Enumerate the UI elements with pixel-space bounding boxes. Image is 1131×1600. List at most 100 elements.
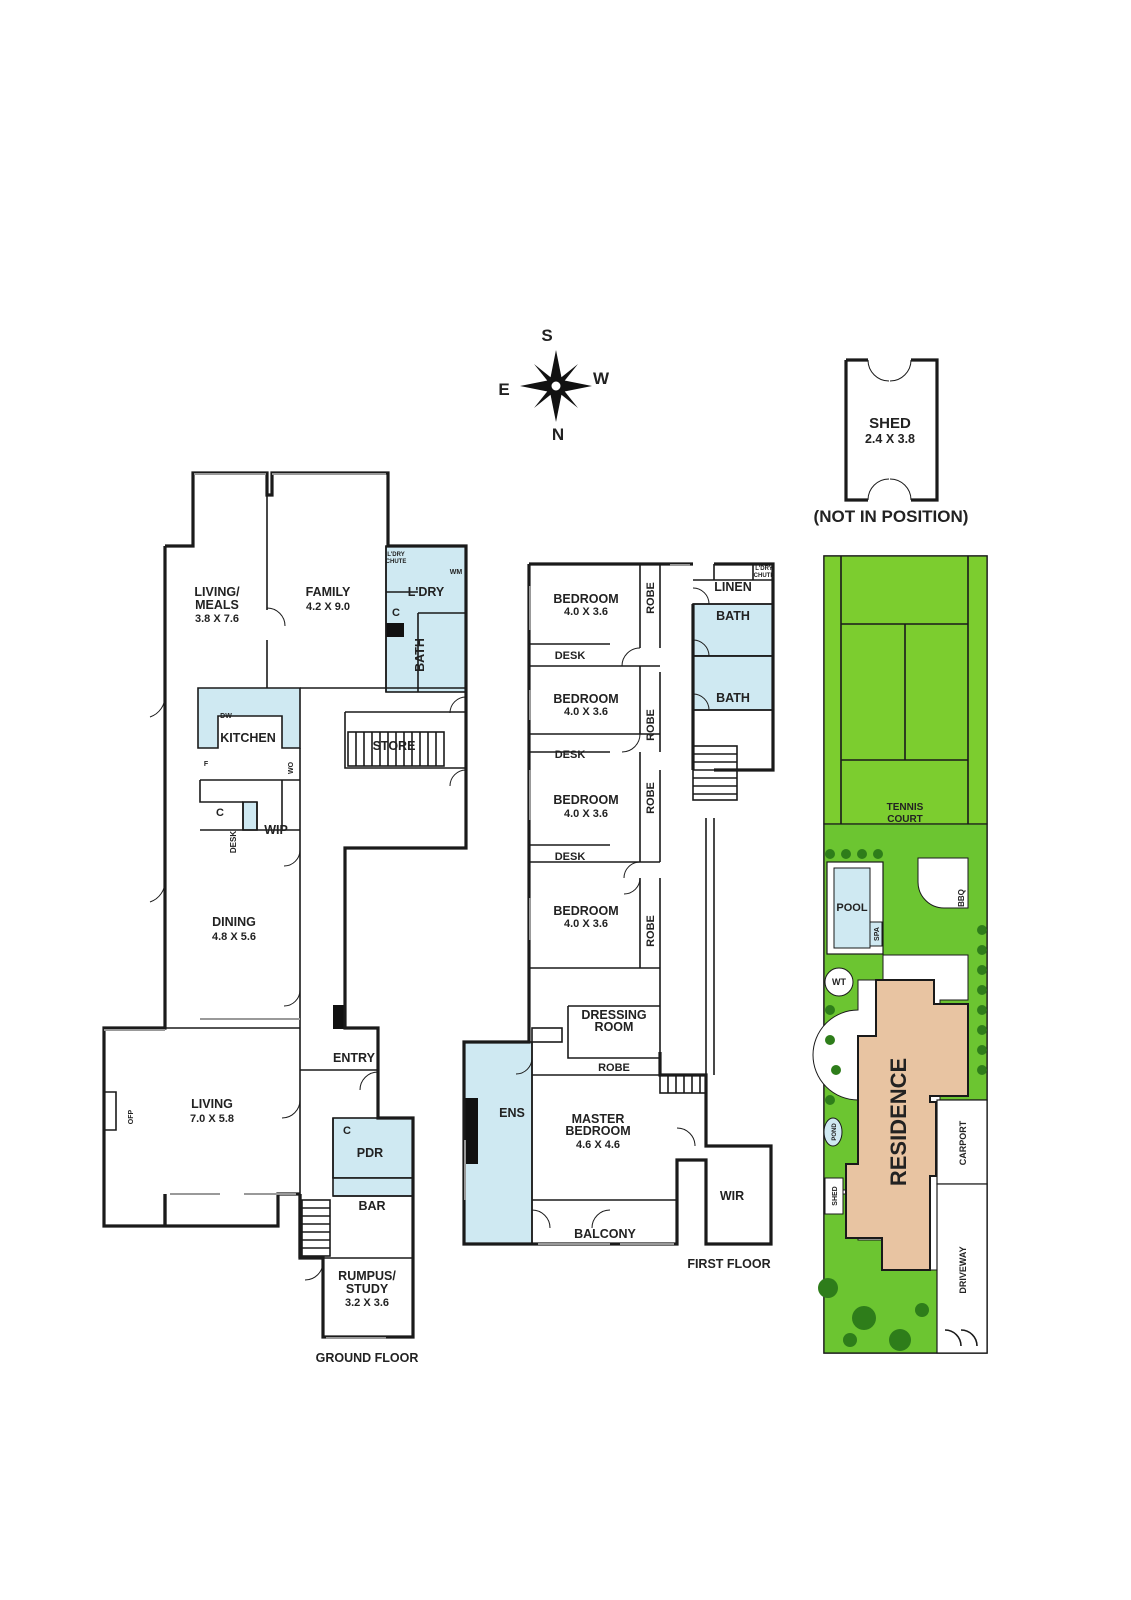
first-master-name: MASTER [572,1112,625,1126]
ground-laundry-wm: WM [450,569,463,576]
site-residence-label: RESIDENCE [886,1058,911,1186]
first-bedroom-3-desk: DESK [555,851,586,863]
bar-bench [332,1177,414,1197]
first-bedroom-1-desk: DESK [555,650,586,662]
ground-pdr-c: C [343,1125,351,1137]
ground-rumpus-name: RUMPUS/ [338,1269,396,1283]
first-bath-2-name: BATH [716,691,750,705]
first-floor-plan: BEDROOM 4.0 X 3.6 ROBE DESK BEDROOM 4.0 … [462,562,775,1271]
first-dressing-robe: ROBE [598,1062,630,1074]
first-floor-outline [462,562,775,1246]
first-linen-name: LINEN [714,580,752,594]
ground-laundry-name: L'DRY [408,585,445,599]
shed-dims: 2.4 X 3.8 [865,432,915,446]
kitchen-benches [197,687,301,749]
carport [936,1099,988,1185]
compass-west: W [593,369,610,388]
wip-shelf [242,801,258,831]
ground-kitchen-wo: WO [288,761,295,774]
trees [818,849,987,1351]
shed-note: (NOT IN POSITION) [814,507,969,526]
site-court-label: COURT [887,814,923,825]
site-driveway-label: DRIVEWAY [958,1246,968,1293]
ground-living-dims: 7.0 X 5.8 [190,1113,234,1125]
ground-dining-name: DINING [212,915,256,929]
site-wt-label: WT [832,977,846,987]
spa [869,921,883,947]
detached-shed: SHED 2.4 X 3.8 (NOT IN POSITION) [814,358,969,526]
first-bedroom-4-robe: ROBE [645,915,657,947]
ground-wip-desk: DESK [229,831,238,853]
chimney-block [386,623,404,637]
first-dressing-name: DRESSING [581,1008,646,1022]
site-pond-label: POND [832,1123,838,1141]
site-shed [824,1177,844,1215]
site-bbq-label: BBQ [957,889,966,907]
first-ens-name: ENS [499,1106,525,1120]
ground-floor-title: GROUND FLOOR [316,1351,419,1365]
water-tank [824,967,854,997]
first-bedroom-3-robe: ROBE [645,782,657,814]
ground-living-meals-name-2: MEALS [195,598,239,612]
ground-laundry-chute-2: CHUTE [386,559,407,565]
first-master-dims: 4.6 X 4.6 [576,1139,620,1151]
first-stairs [531,745,738,1094]
ground-wip-c: C [216,807,224,819]
ground-living-name: LIVING [191,1097,233,1111]
compass-east: E [498,380,509,399]
first-linen-chute: L'DRY [755,566,773,572]
ground-wip-name: WIP [264,823,288,837]
first-bedroom-2-dims: 4.0 X 3.6 [564,706,608,718]
ensuite-vanity-block [464,1098,478,1164]
first-master-name-2: BEDROOM [565,1124,630,1138]
first-bedroom-4-name: BEDROOM [553,904,618,918]
ground-pdr-name: PDR [357,1146,383,1160]
ground-family-name: FAMILY [306,585,351,599]
ground-store-name: STORE [373,739,416,753]
compass-north: N [552,425,564,444]
site-spa-label: SPA [874,927,881,941]
site-shed-label: SHED [832,1186,839,1205]
ground-kitchen-dw: DW [220,713,232,720]
first-bath-1-name: BATH [716,609,750,623]
first-balcony-name: BALCONY [574,1227,636,1241]
site-pool-label: POOL [836,902,867,914]
first-linen-chute-2: CHUTE [754,573,775,579]
ground-entry-name: ENTRY [333,1051,376,1065]
ground-floor-plan: LIVING/ MEALS 3.8 X 7.6 FAMILY 4.2 X 9.0… [102,471,468,1365]
ground-bath-name: BATH [413,638,427,672]
first-bedroom-3-dims: 4.0 X 3.6 [564,808,608,820]
first-bedroom-2-robe: ROBE [645,709,657,741]
compass-south: S [541,326,552,345]
bbq-area [917,857,969,909]
ground-living-ofp: OFP [128,1109,135,1124]
first-wir-name: WIR [720,1189,744,1203]
site-tennis-label: TENNIS [887,802,924,813]
first-bedroom-3-name: BEDROOM [553,793,618,807]
ground-kitchen-f: F [204,761,209,768]
ground-living-meals-name: LIVING/ [194,585,240,599]
ground-living-meals-dims: 3.8 X 7.6 [195,613,239,625]
ground-kitchen-name: KITCHEN [220,731,276,745]
pond [823,1117,843,1147]
first-dressing-name-2: ROOM [595,1020,634,1034]
ground-rumpus-dims: 3.2 X 3.6 [345,1297,389,1309]
ground-stairs [301,731,445,1257]
pool [833,867,871,949]
first-bedroom-1-name: BEDROOM [553,592,618,606]
column-block [333,1005,345,1029]
ground-dining-dims: 4.8 X 5.6 [212,931,256,943]
ground-laundry-chute: L'DRY [387,552,405,558]
site-carport-label: CARPORT [958,1120,968,1165]
first-bedroom-1-dims: 4.0 X 3.6 [564,606,608,618]
compass-rose: S W E N [498,326,610,444]
site-plan: TENNIS COURT POOL SPA BBQ WT POND RESIDE… [812,555,988,1354]
first-bedroom-4-dims: 4.0 X 3.6 [564,918,608,930]
ground-family-dims: 4.2 X 9.0 [306,601,350,613]
first-floor-title: FIRST FLOOR [687,1257,770,1271]
ground-rumpus-name-2: STUDY [346,1282,389,1296]
ground-laundry-c: C [392,607,400,619]
ground-bar-name: BAR [358,1199,385,1213]
residence [845,979,969,1271]
